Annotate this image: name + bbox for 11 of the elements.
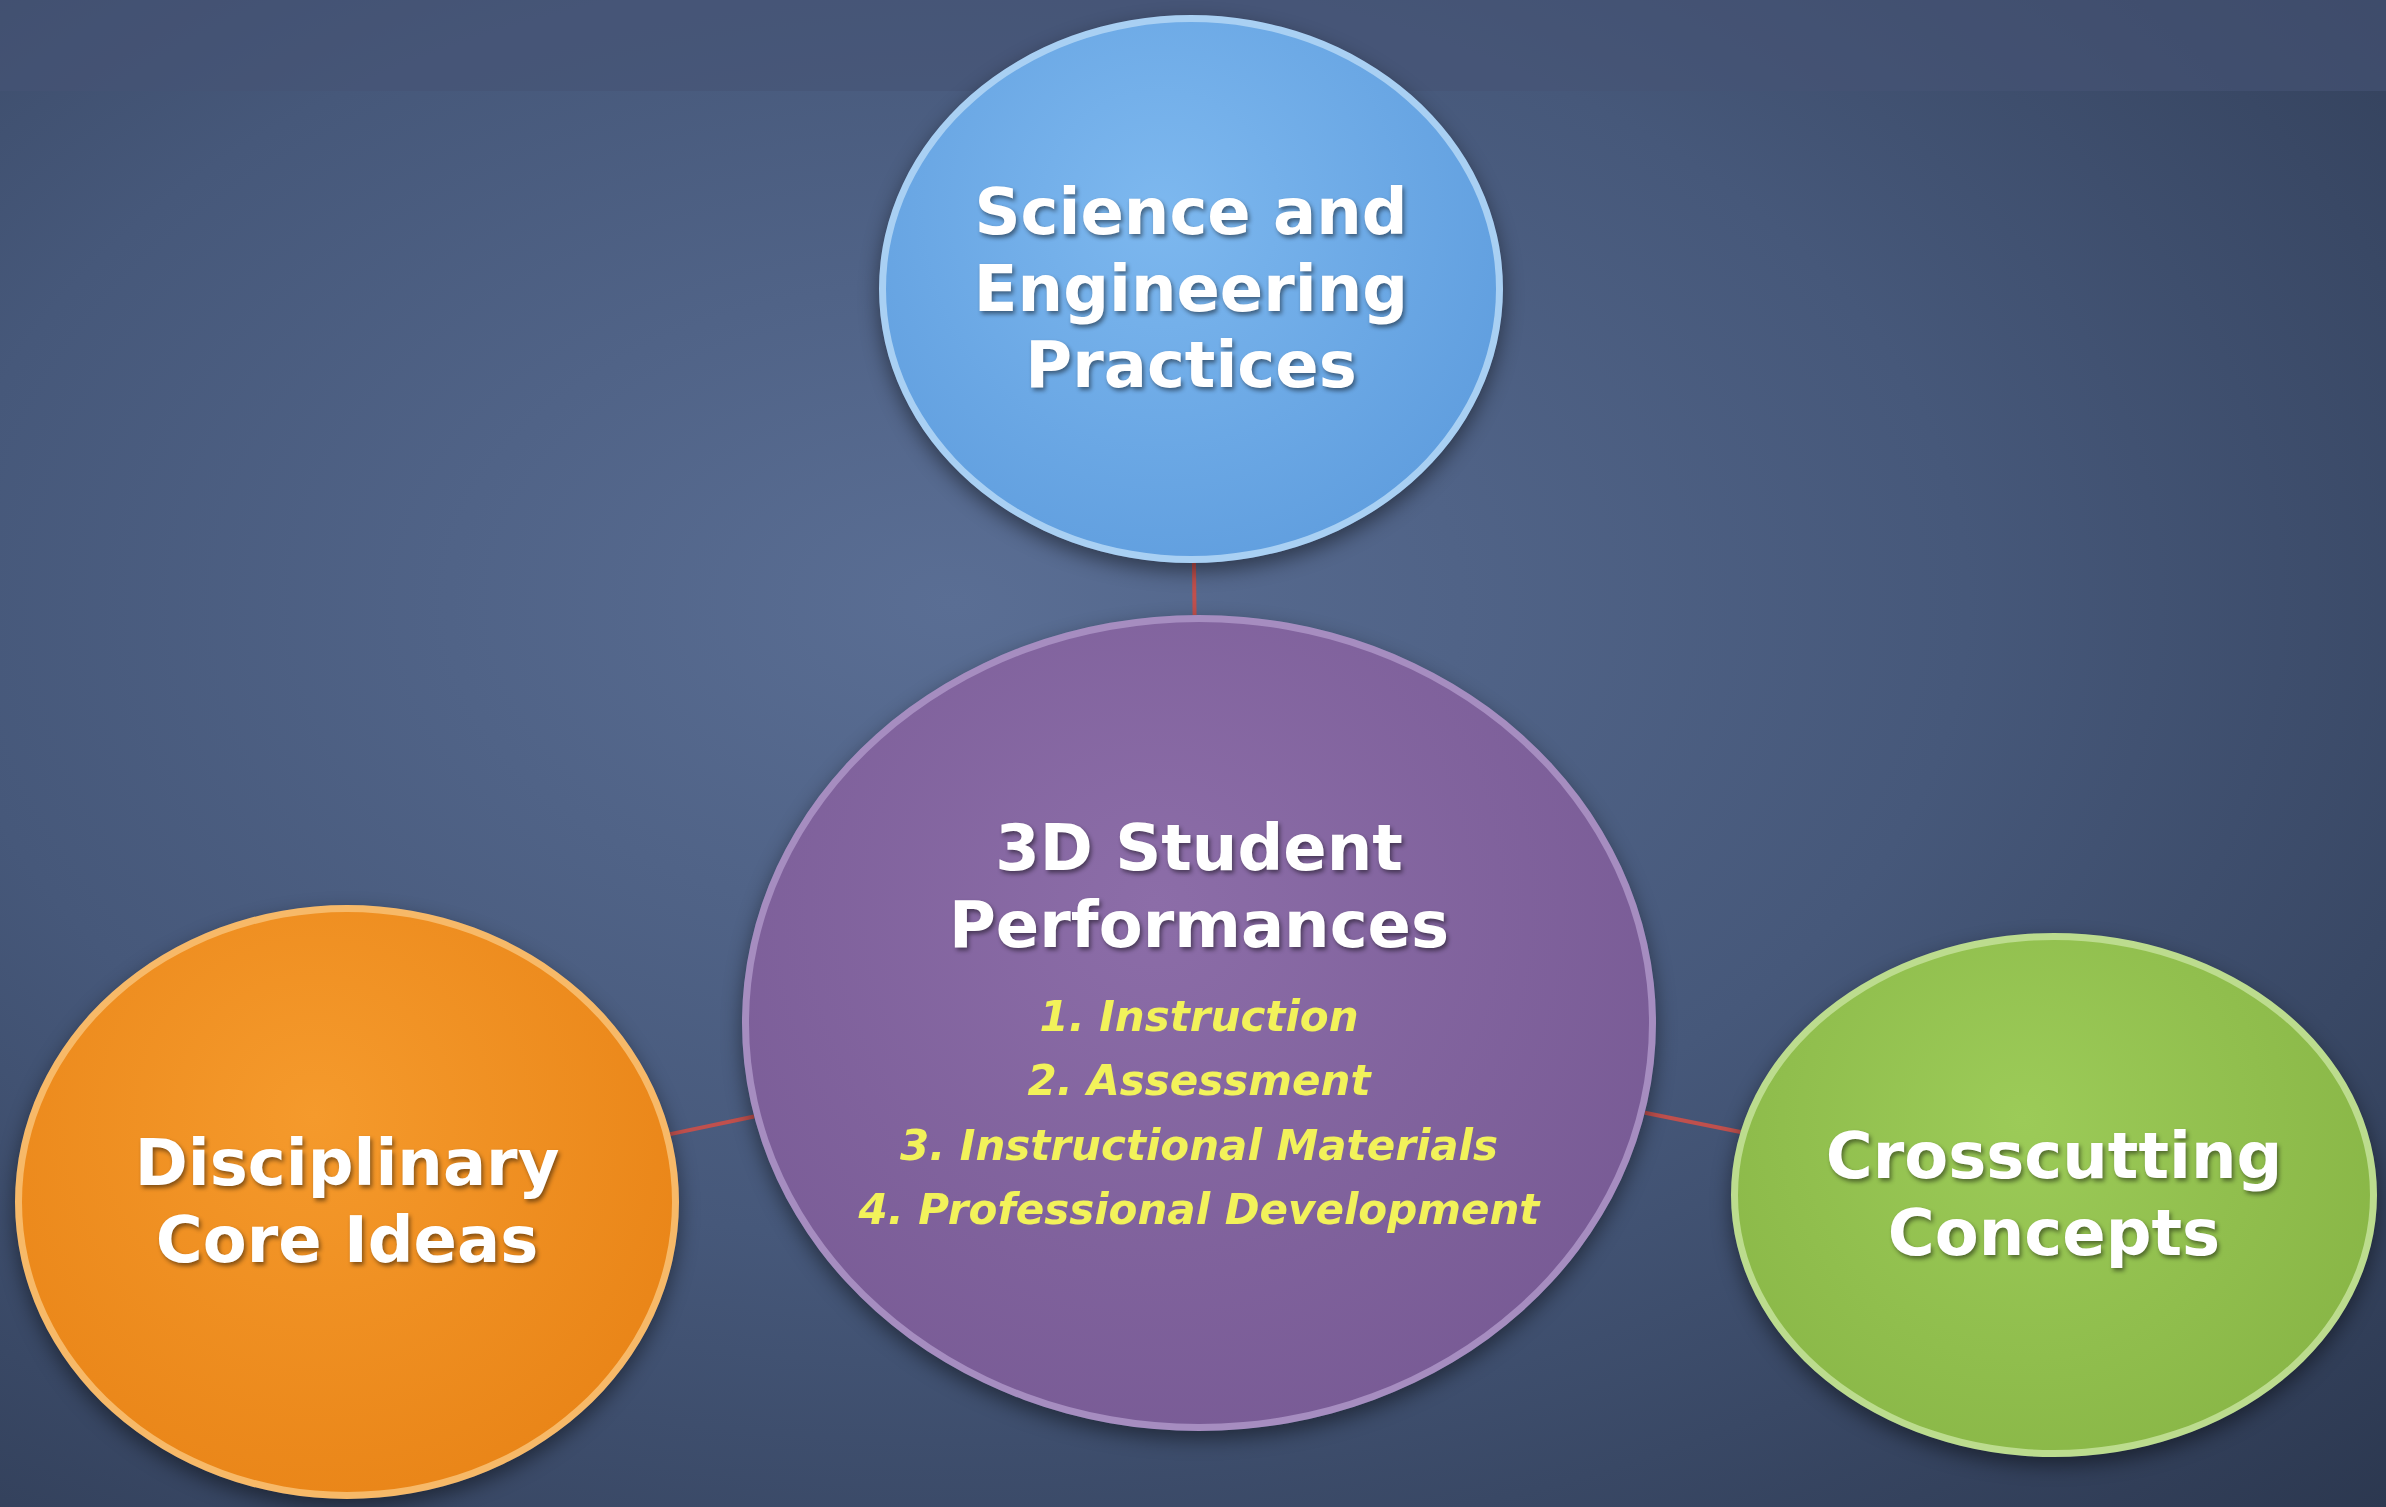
connector-line xyxy=(1192,562,1197,616)
list-item: 4. Professional Development xyxy=(858,1185,1540,1236)
connector-line xyxy=(669,1114,755,1137)
node-title: 3D Student Performances xyxy=(947,810,1451,964)
node-title: Crosscutting Concepts xyxy=(1824,1118,2284,1272)
list-item: 1. Instruction xyxy=(1039,992,1359,1043)
node-title: Disciplinary Core Ideas xyxy=(133,1125,561,1279)
connector-line xyxy=(1644,1110,1741,1134)
list-item: 3. Instructional Materials xyxy=(899,1120,1499,1172)
list-item: 2. Assessment xyxy=(1027,1056,1371,1107)
node-title: Science and Engineering Practices xyxy=(972,173,1410,405)
